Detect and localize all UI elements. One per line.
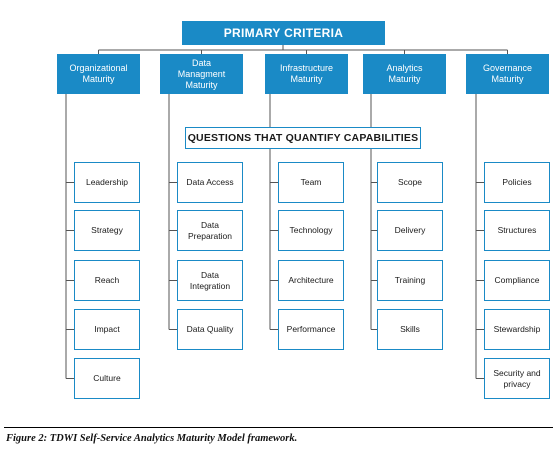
capability-box: Delivery [377, 210, 443, 251]
figure-caption: Figure 2: TDWI Self-Service Analytics Ma… [6, 433, 298, 444]
capability-box: Leadership [74, 162, 140, 203]
capability-box: Structures [484, 210, 550, 251]
questions-header: QUESTIONS THAT QUANTIFY CAPABILITIES [185, 127, 421, 149]
capability-box: Architecture [278, 260, 344, 301]
capability-box: Data Access [177, 162, 243, 203]
pillar-header: Analytics Maturity [363, 54, 446, 94]
pillar-header: Organizational Maturity [57, 54, 140, 94]
capability-box: Strategy [74, 210, 140, 251]
capability-box: Training [377, 260, 443, 301]
capability-box: Culture [74, 358, 140, 399]
capability-box: Stewardship [484, 309, 550, 350]
pillar-header: Data Managment Maturity [160, 54, 243, 94]
capability-box: Compliance [484, 260, 550, 301]
capability-box: Performance [278, 309, 344, 350]
pillar-header: Infrastructure Maturity [265, 54, 348, 94]
capability-box: Technology [278, 210, 344, 251]
capability-box: Data Integration [177, 260, 243, 301]
capability-box: Impact [74, 309, 140, 350]
pillar-header: Governance Maturity [466, 54, 549, 94]
capability-box: Skills [377, 309, 443, 350]
primary-criteria-banner: PRIMARY CRITERIA [182, 21, 385, 45]
capability-box: Scope [377, 162, 443, 203]
capability-box: Data Quality [177, 309, 243, 350]
capability-box: Reach [74, 260, 140, 301]
caption-divider [4, 427, 553, 428]
capability-box: Policies [484, 162, 550, 203]
capability-box: Security and privacy [484, 358, 550, 399]
capability-box: Team [278, 162, 344, 203]
capability-box: Data Preparation [177, 210, 243, 251]
